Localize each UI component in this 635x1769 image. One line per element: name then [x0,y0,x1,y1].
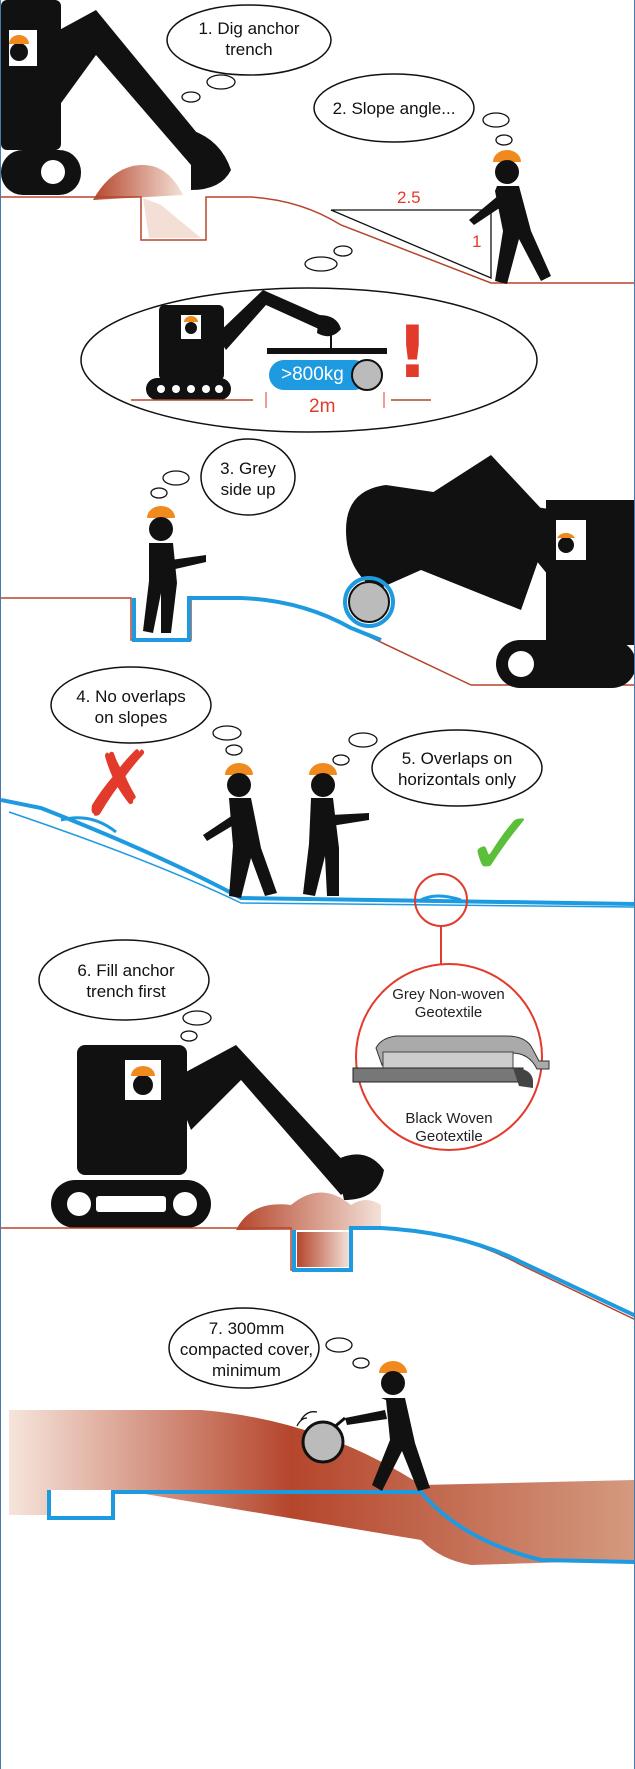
step-6-label: 6. Fill anchor trench first [77,961,175,1001]
excavator-6 [51,1045,384,1228]
worker-5 [303,763,369,896]
worker-7 [345,1361,430,1491]
roll-width-label: 2m [309,396,336,417]
black-geotextile-label: Black Woven Geotextile [405,1110,493,1145]
worker-3 [143,506,206,633]
worker-4 [203,763,277,898]
worker-2 [469,150,551,284]
warning-mark: ! [396,310,429,394]
excavator-1 [1,0,231,195]
step-2-label: 2. Slope angle... [332,99,456,118]
slope-run-label: 2.5 [397,188,421,207]
tick-mark: ✓ [464,792,540,897]
step-1-label: 1. Dig anchor trench [198,19,300,59]
excavator-3 [346,455,634,688]
step-4-label: 4. No overlaps on slopes [76,687,186,727]
step-5-label: 5. Overlaps on horizontals only [397,749,517,789]
grey-geotextile-label: Grey Non-woven Geotextile [392,986,505,1021]
step-3-label: 3. Grey side up [220,459,276,499]
slope-rise-label: 1 [472,232,482,251]
cross-mark: ✗ [81,732,157,837]
roll-weight-label: >800kg [281,364,344,385]
step-7-label: 7. 300mm compacted cover, minimum [179,1319,314,1380]
